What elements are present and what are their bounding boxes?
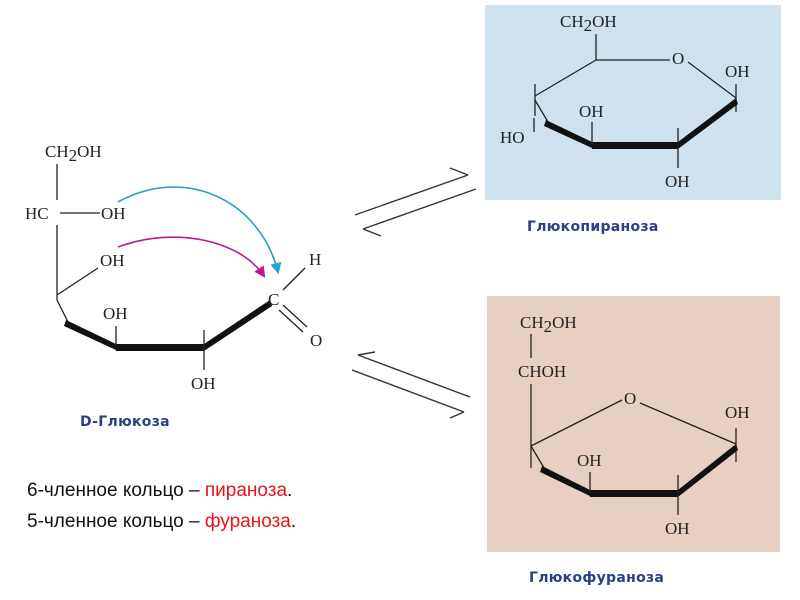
note-six-highlight: пираноза xyxy=(204,480,288,501)
pyranose-ring-bond-left-down xyxy=(534,99,549,123)
glucose-oh-side-label: OH xyxy=(101,204,126,223)
pyranose-ho-left-label: HO xyxy=(500,128,525,147)
note-five-membered: 5-членное кольцо – фураноза. xyxy=(27,511,296,533)
note-six-suffix: . xyxy=(287,480,293,501)
glucose-bond-c-o-1 xyxy=(282,304,308,328)
note-five-suffix: . xyxy=(290,511,297,532)
glucose-oh-attack-label: OH xyxy=(100,251,125,270)
note-six-prefix: 6-членное кольцо – xyxy=(27,480,205,501)
furanose-ring-bond-bold xyxy=(590,490,678,497)
pyranose-ring-bond-o-c1 xyxy=(687,61,737,99)
equilibrium-arrows-top xyxy=(354,167,477,237)
glucose-c-label: C xyxy=(268,290,279,309)
furanose-ring-bond-o-c1 xyxy=(639,402,737,445)
furanose-choh-label: CHOH xyxy=(518,362,566,381)
pyranose-ring-bond-bold xyxy=(592,142,678,149)
furanose-ring-bond-c4-o xyxy=(530,399,623,447)
furanose-oh-bottom-label: OH xyxy=(665,519,690,538)
pyranose-caption: Глюкопираноза xyxy=(527,219,659,235)
pyranose-ring-bond-upper-left xyxy=(534,59,597,97)
glucose-o-label: O xyxy=(310,331,322,350)
glucose-caption: D-Глюкоза xyxy=(80,414,170,430)
pyranose-o-label: O xyxy=(672,49,684,68)
note-six-membered: 6-членное кольцо – пираноза. xyxy=(27,480,292,502)
glucose-oh-ring-bottom-label: OH xyxy=(191,374,216,393)
pyranose-ring-wedge-left xyxy=(544,120,592,148)
glucose-ring-bond-bold xyxy=(116,344,204,351)
glucose-bond-c5-oh xyxy=(56,267,99,296)
furanose-panel xyxy=(487,296,780,552)
equilibrium-arrows-bottom xyxy=(351,351,471,419)
note-five-highlight: фураноза xyxy=(204,511,291,532)
furanose-caption: Глюкофураноза xyxy=(529,570,665,586)
glucose-bond-c-o-2 xyxy=(278,309,304,333)
glucose-oh-ring-top-label: OH xyxy=(103,304,128,323)
pyranose-oh-mid-label: OH xyxy=(579,102,604,121)
furanose-oh-right-label: OH xyxy=(725,403,750,422)
glucose-ch2oh-label: CH2OH xyxy=(45,142,102,165)
pyranose-ch2oh-label: CH2OH xyxy=(560,12,617,35)
glucose-ring-wedge-left xyxy=(64,320,116,350)
glucose-ring-bond-left-up xyxy=(56,299,69,323)
glucose-hc-label: HC xyxy=(25,204,49,223)
pyranose-oh-bottom-label: OH xyxy=(665,172,690,191)
furanose-ring-bond-left-down xyxy=(530,445,545,469)
glucose-ring-wedge-right xyxy=(204,300,272,351)
furanose-ring-wedge-right xyxy=(678,444,738,497)
glucose-h-label: H xyxy=(309,250,321,269)
pyranose-oh-right-label: OH xyxy=(725,62,750,81)
pyranose-structure: CH2OH O OH OH HO OH xyxy=(500,12,750,191)
glucose-bond-c-h xyxy=(282,267,306,291)
glucose-structure: CH2OH HC OH OH OH OH C H O xyxy=(25,142,322,393)
pyranose-ring-wedge-right xyxy=(678,98,738,149)
furanose-ring-wedge-left xyxy=(540,466,590,496)
furanose-ch2oh-label: CH2OH xyxy=(520,313,577,336)
furanose-structure: CH2OH CHOH O OH OH OH xyxy=(518,313,750,538)
furanose-oh-left-label: OH xyxy=(577,451,602,470)
furanose-o-label: O xyxy=(624,389,636,408)
note-five-prefix: 5-членное кольцо – xyxy=(27,511,205,532)
magenta-attack-arrow xyxy=(117,236,266,278)
cyan-attack-arrow xyxy=(117,186,282,275)
